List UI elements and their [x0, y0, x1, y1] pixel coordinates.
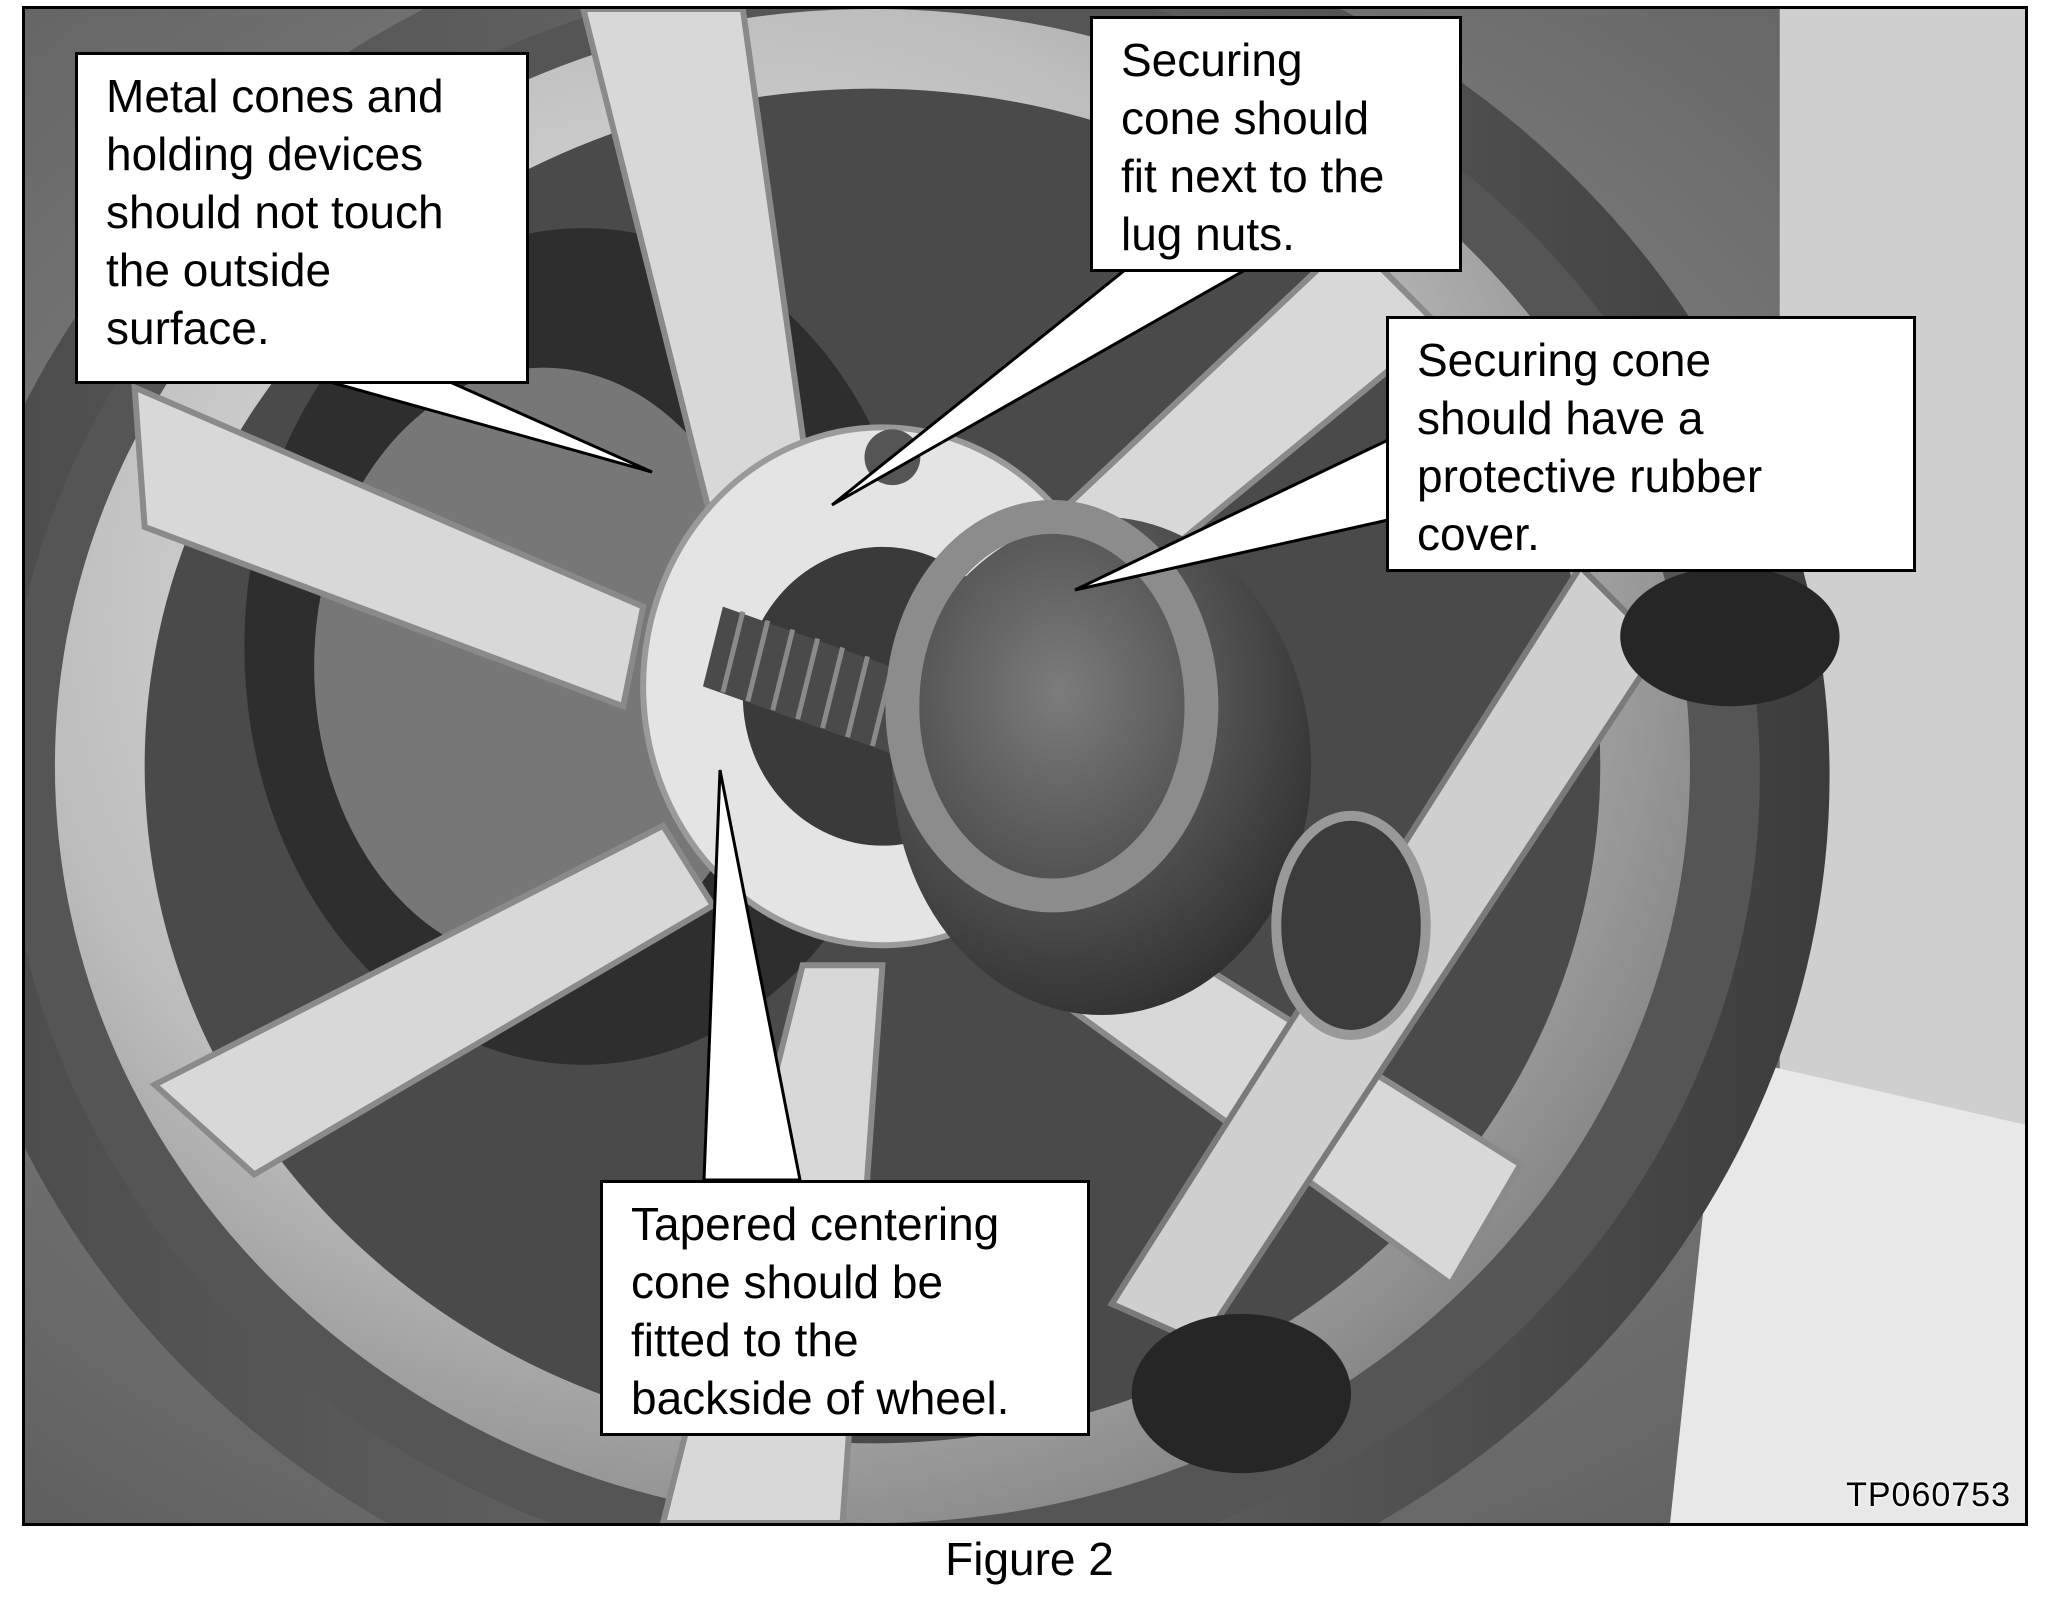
lug-nut — [864, 429, 921, 486]
callout-tapered-centering-cone: Tapered centering cone should be fitted … — [600, 1180, 1090, 1436]
knob-lower — [1131, 1313, 1352, 1474]
callout-securing-cone-lug-nuts: Securing cone should fit next to the lug… — [1090, 16, 1462, 272]
image-code: TP060753 — [1846, 1476, 2011, 1514]
callout-metal-cones: Metal cones and holding devices should n… — [75, 52, 529, 384]
securing-cone — [892, 516, 1312, 1016]
knob-upper — [1620, 566, 1840, 707]
callout-protective-rubber-cover: Securing cone should have a protective r… — [1386, 316, 1916, 572]
figure-caption: Figure 2 — [945, 1533, 1114, 1585]
rubber-cover-ring — [885, 500, 1219, 913]
clamp-hole — [1271, 810, 1431, 1040]
floor — [1670, 1054, 2025, 1523]
